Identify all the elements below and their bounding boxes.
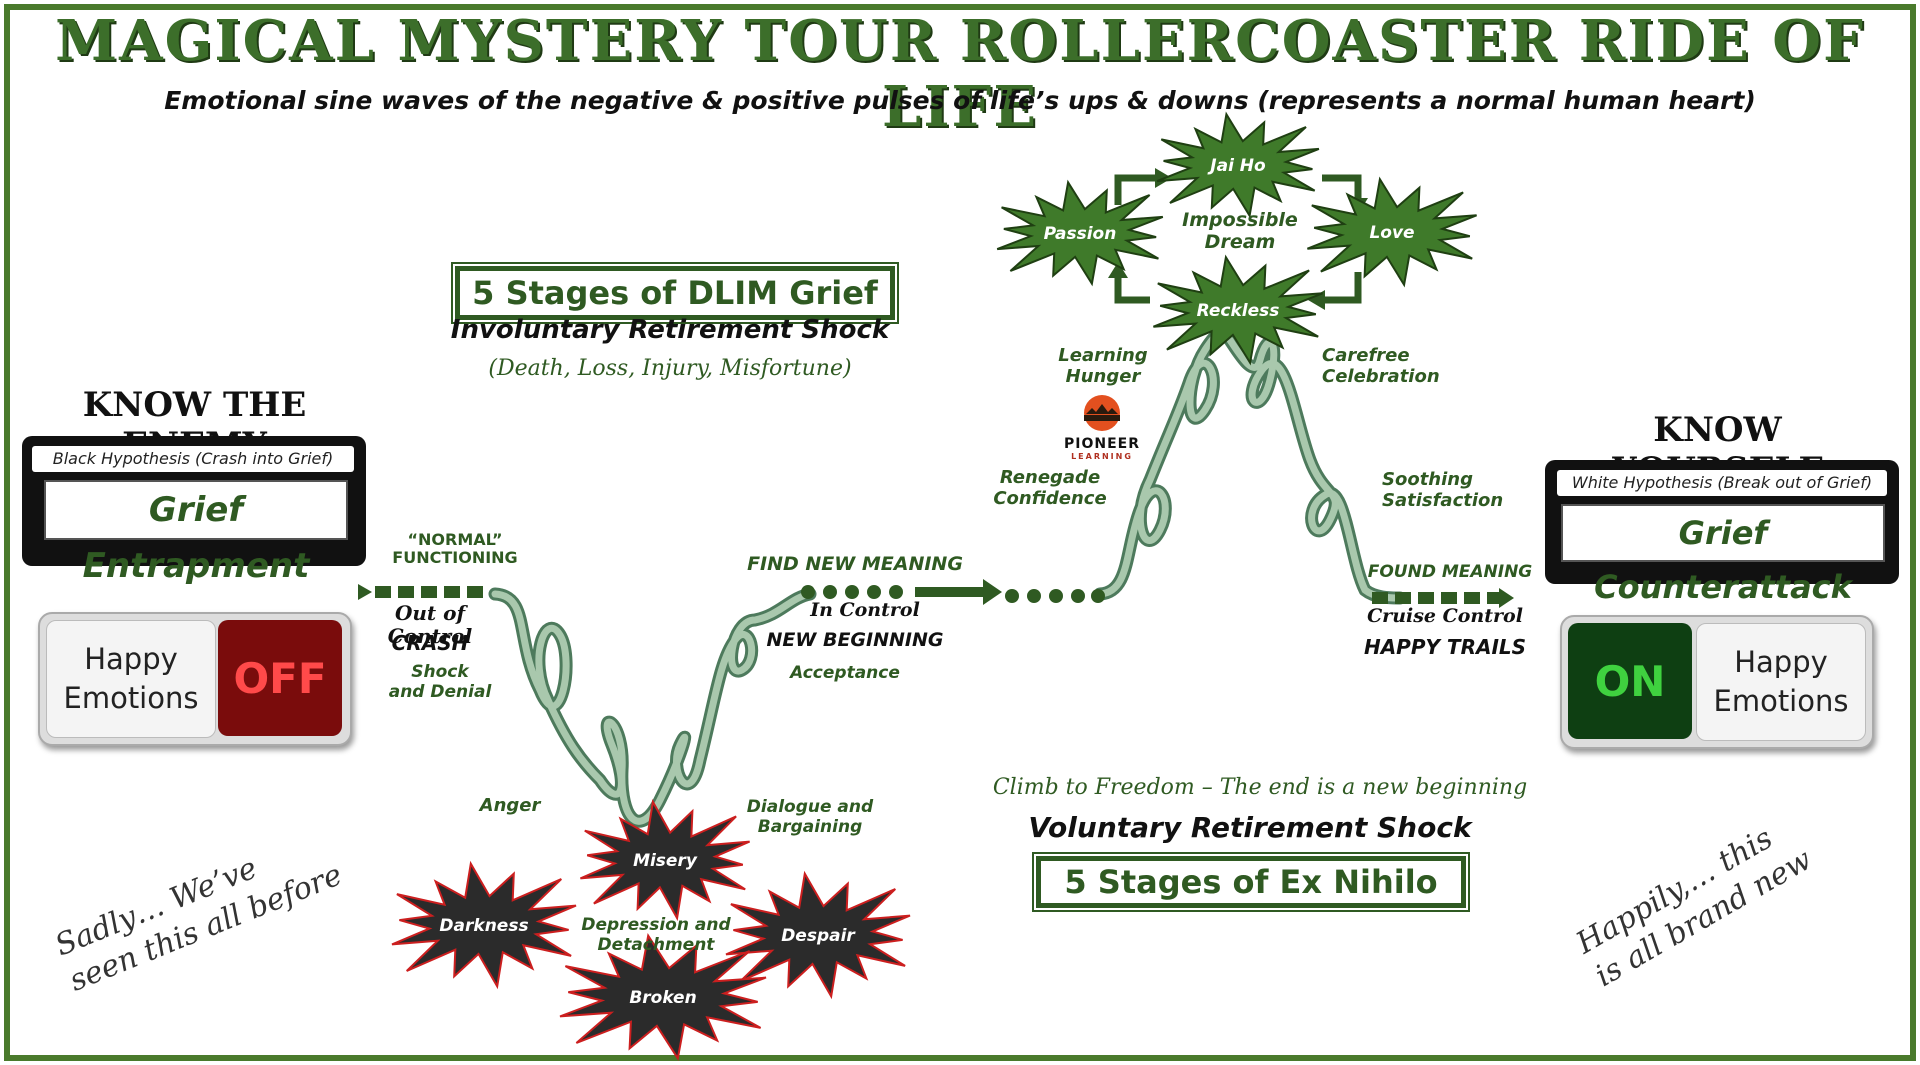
involuntary-retirement-shock: Involuntary Retirement Shock: [450, 315, 890, 345]
starburst-label: Passion: [1044, 224, 1117, 244]
found-meaning-label: FOUND MEANING: [1367, 562, 1533, 582]
dlim-grief-title-box: 5 Stages of DLIM Grief: [455, 266, 895, 320]
starburst-love: Love: [1307, 176, 1477, 288]
page-title: MAGICAL MYSTERY TOUR ROLLERCOASTER RIDE …: [55, 8, 1865, 140]
pioneer-logo-subtext: LEARNING: [1071, 452, 1133, 461]
left-black-panel: Black Hypothesis (Crash into Grief) Grie…: [22, 436, 366, 586]
climb-to-freedom-note: Climb to Freedom – The end is a new begi…: [992, 775, 1528, 800]
found-meaning-dash-line: [1372, 588, 1514, 608]
right-panel-heading-wrap: KNOW YOURSELF: [1545, 410, 1890, 490]
page-subtitle: Emotional sine waves of the negative & p…: [164, 86, 1756, 115]
starburst-misery: Misery: [580, 798, 750, 922]
find-new-meaning-label: FIND NEW MEANING: [747, 553, 963, 575]
on-indicator: ON: [1568, 623, 1692, 739]
starburst-label: Darkness: [439, 916, 528, 936]
connector-dots: [1005, 589, 1105, 603]
starburst-passion: Passion: [996, 179, 1164, 287]
starburst-shape: [725, 870, 911, 1000]
cruise-control-label: Cruise Control: [1367, 605, 1523, 627]
starburst-label: Broken: [629, 988, 696, 1008]
start-dash-line: [358, 584, 483, 600]
grief-entrapment-label: Grief Entrapment: [44, 480, 348, 586]
left-panel-heading-wrap: KNOW THE ENEMY: [22, 385, 367, 465]
anger-label: Anger: [479, 795, 541, 816]
starburst-shape: [391, 860, 577, 990]
grief-counterattack-label: Grief Counterattack: [1561, 504, 1885, 606]
rollercoaster-track: [488, 327, 1407, 828]
starburst-jai-ho: Jai Ho: [1156, 111, 1320, 219]
starburst-shape: [1153, 254, 1323, 366]
find-meaning-dots: [801, 585, 903, 599]
acceptance-label: Acceptance: [790, 663, 900, 683]
black-hypothesis-label: Black Hypothesis (Crash into Grief): [32, 446, 354, 472]
voluntary-retirement-shock: Voluntary Retirement Shock: [1028, 811, 1472, 844]
starburst-shape: [1156, 111, 1320, 219]
dlim-grief-note: (Death, Loss, Injury, Misfortune): [488, 356, 852, 381]
in-control-label: In Control: [810, 599, 920, 621]
out-of-control-label: Out of Control: [387, 601, 473, 648]
off-indicator: OFF: [218, 620, 342, 736]
starburst-shape: [996, 179, 1164, 287]
crash-label: CRASH: [391, 631, 469, 655]
starburst-despair: Despair: [725, 870, 911, 1000]
starburst-label: Misery: [633, 851, 698, 871]
pioneer-logo-text: PIONEER: [1064, 436, 1140, 452]
cycle-arrows: [1114, 174, 1362, 304]
starburst-label: Jai Ho: [1207, 156, 1266, 176]
starburst-darkness: Darkness: [391, 860, 577, 990]
starburst-reckless: Reckless: [1153, 254, 1323, 366]
happy-trails-label: HAPPY TRAILS: [1363, 635, 1527, 659]
starburst-shape: [580, 798, 750, 922]
starburst-broken: Broken: [559, 933, 767, 1061]
ex-nihilo-title-box: 5 Stages of Ex Nihilo: [1036, 856, 1466, 908]
pioneer-logo: [1084, 395, 1120, 431]
find-meaning-arrow: [915, 579, 1002, 605]
new-beginning-label: NEW BEGINNING: [766, 629, 944, 651]
starburst-shape: [1307, 176, 1477, 288]
starburst-label: Reckless: [1197, 301, 1280, 321]
starburst-label: Despair: [781, 926, 856, 946]
starburst-shape: [559, 933, 767, 1061]
starburst-label: Love: [1369, 223, 1414, 243]
normal-functioning-label: “NORMAL”FUNCTIONING: [392, 530, 518, 568]
right-black-panel: White Hypothesis (Break out of Grief) Gr…: [1545, 460, 1899, 606]
white-hypothesis-label: White Hypothesis (Break out of Grief): [1557, 470, 1887, 496]
